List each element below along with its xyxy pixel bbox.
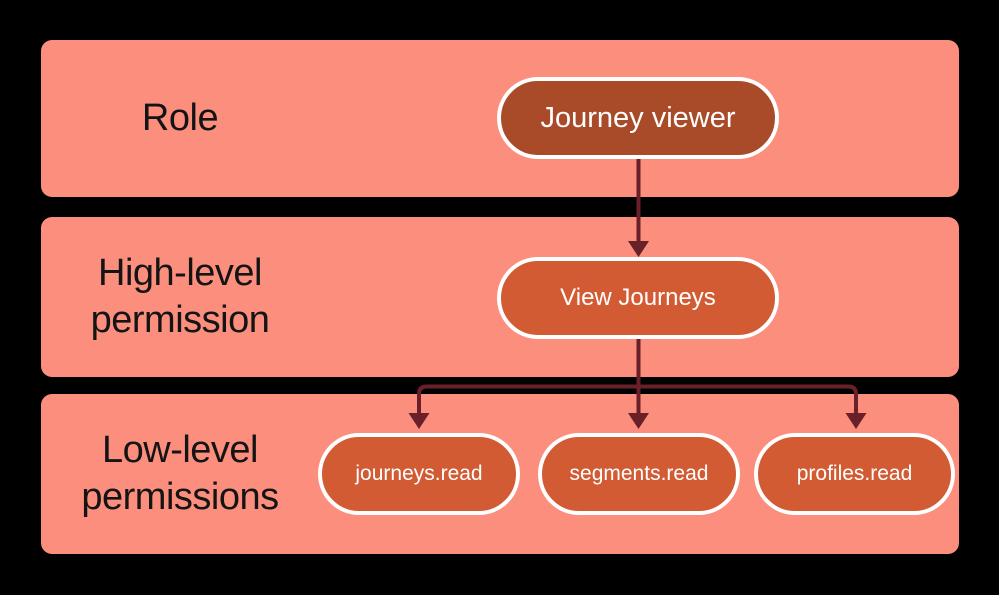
band-low-level-label: Low-level permissions xyxy=(81,428,279,518)
node-journeys-read: journeys.read xyxy=(318,433,520,515)
node-view-journeys: View Journeys xyxy=(497,257,779,339)
band-high-level-label-box: High-level permission xyxy=(55,217,305,377)
node-journeys-read-label: journeys.read xyxy=(355,462,483,485)
node-view-journeys-label: View Journeys xyxy=(560,284,716,311)
band-low-level-label-box: Low-level permissions xyxy=(55,394,305,554)
node-segments-read: segments.read xyxy=(538,433,740,515)
node-profiles-read-label: profiles.read xyxy=(796,462,913,485)
band-high-level-permission: High-level permission xyxy=(41,217,959,377)
band-role-label: Role xyxy=(141,96,219,139)
node-segments-read-label: segments.read xyxy=(569,462,709,485)
band-high-level-label: High-level permission xyxy=(90,251,270,341)
band-role-label-box: Role xyxy=(55,40,305,197)
node-profiles-read: profiles.read xyxy=(754,433,955,515)
node-journey-viewer: Journey viewer xyxy=(497,77,779,159)
node-journey-viewer-label: Journey viewer xyxy=(540,101,736,134)
